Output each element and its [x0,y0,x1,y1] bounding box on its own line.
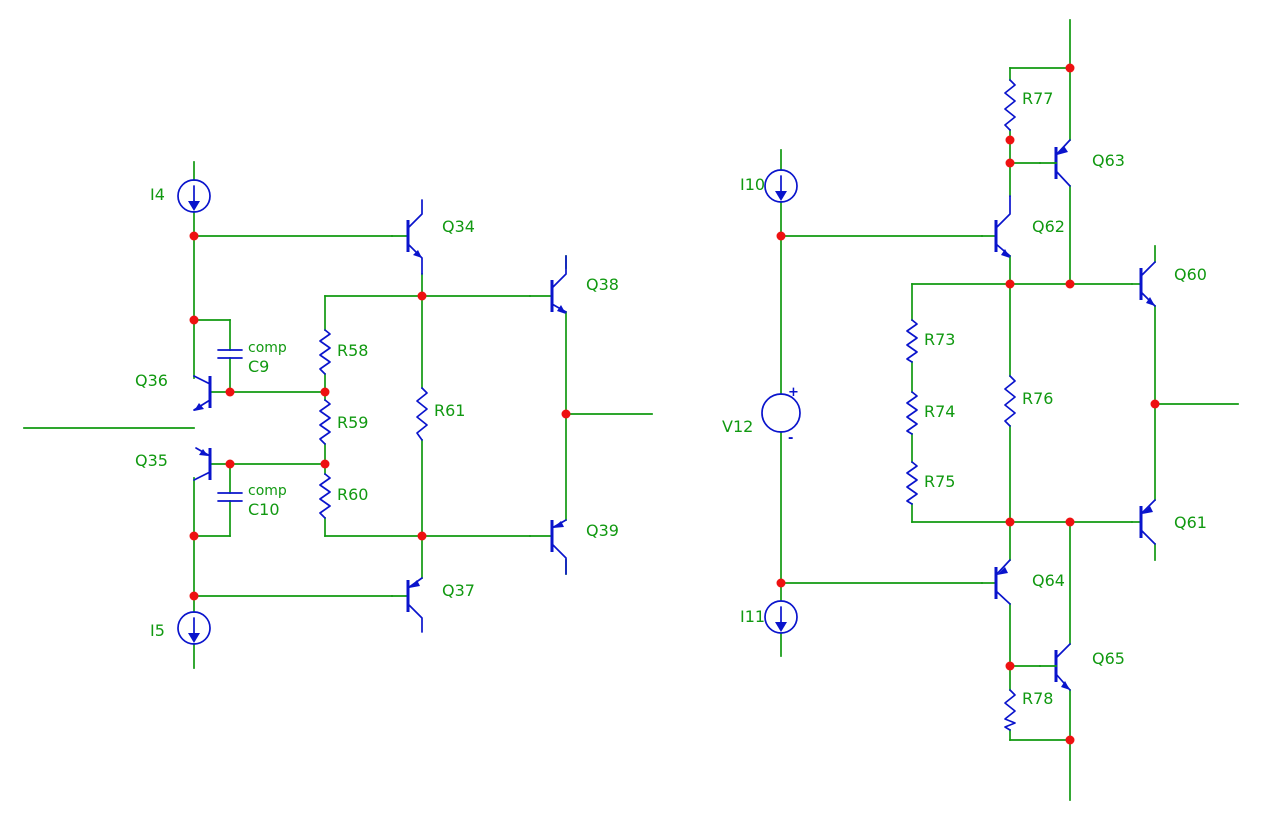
label-r75: R75 [924,472,955,491]
label-r59: R59 [337,413,368,432]
resistor-r58 [319,329,331,375]
current-source-i11 [764,600,798,634]
resistor-r61 [416,387,428,441]
v12-plus-sign: + [788,385,799,400]
transistor-q34 [391,199,423,275]
transistor-q37 [391,577,423,633]
label-c9: C9 [248,357,269,376]
label-r74: R74 [924,402,955,421]
resistor-r74 [906,391,918,435]
label-q62: Q62 [1032,217,1065,236]
transistor-q62 [981,195,1011,258]
label-c10-note: comp [248,483,287,499]
right-circuit-wires [780,19,1239,801]
resistor-r78 [1004,689,1016,731]
resistor-r77 [1004,79,1016,131]
transistor-q60 [1131,261,1156,307]
label-q37: Q37 [442,581,475,600]
transistor-q64 [981,559,1011,605]
transistor-q38 [529,255,567,314]
label-r78: R78 [1022,689,1053,708]
current-source-i4 [177,179,211,213]
label-q38: Q38 [586,275,619,294]
label-i11: I11 [740,607,765,626]
label-i10: I10 [740,175,765,194]
resistor-r59 [319,399,331,445]
transistor-q39 [529,519,567,575]
resistor-r75 [906,461,918,505]
label-r58: R58 [337,341,368,360]
label-q64: Q64 [1032,571,1065,590]
label-q35: Q35 [135,451,168,470]
current-source-i10 [764,169,798,203]
transistor-q65 [1039,643,1071,691]
label-q65: Q65 [1092,649,1125,668]
label-r76: R76 [1022,389,1053,408]
label-r73: R73 [924,330,955,349]
label-c10: C10 [248,500,280,519]
resistor-r73 [906,319,918,363]
label-i4: I4 [150,185,165,204]
capacitor-c10 [217,492,243,502]
resistor-r76 [1004,375,1016,427]
component-labels: I4 I5 I10 I11 V12 Q34 Q38 Q39 Q37 Q36 Q3… [135,89,1207,708]
label-c9-note: comp [248,340,287,356]
capacitor-c9 [217,349,243,359]
label-v12: V12 [722,417,753,436]
transistor-q61 [1131,499,1156,545]
v12-minus-sign: - [788,431,793,446]
label-q34: Q34 [442,217,475,236]
voltage-source-v12: + - [761,385,801,446]
transistor-q36 [193,375,212,411]
label-r61: R61 [434,401,465,420]
label-q39: Q39 [586,521,619,540]
label-q36: Q36 [135,371,168,390]
label-q63: Q63 [1092,151,1125,170]
junction-nodes [189,63,1160,745]
transistor-q35 [193,447,212,481]
label-q60: Q60 [1174,265,1207,284]
label-i5: I5 [150,621,165,640]
resistor-r60 [319,473,331,519]
label-r77: R77 [1022,89,1053,108]
current-source-i5 [177,611,211,645]
label-r60: R60 [337,485,368,504]
transistor-q63 [1039,139,1071,187]
label-q61: Q61 [1174,513,1207,532]
